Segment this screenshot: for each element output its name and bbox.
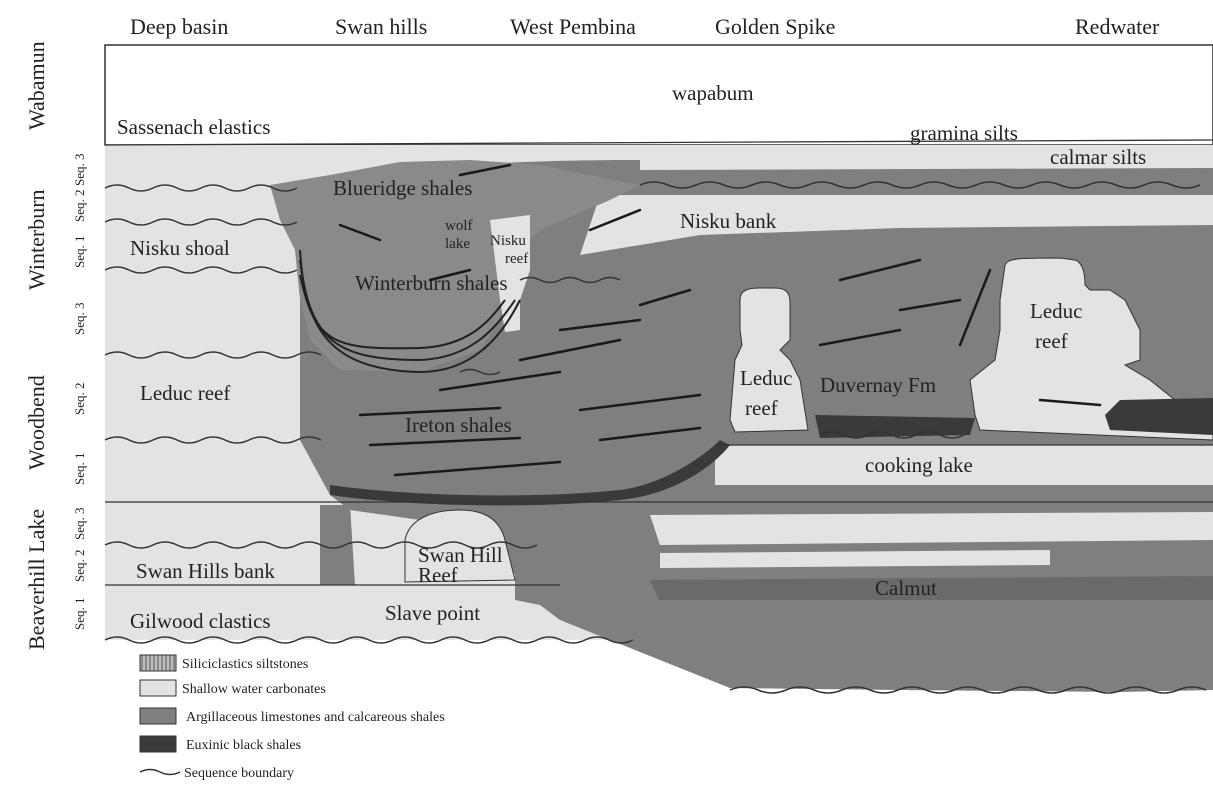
column-golden-spike: Golden Spike — [715, 14, 835, 39]
label-calmut: Calmut — [875, 576, 937, 600]
label-sassenach: Sassenach elastics — [117, 115, 270, 139]
beaverhill-strip-mid — [660, 550, 1050, 568]
column-swan-hills: Swan hills — [335, 14, 427, 39]
legend-label-siliciclastic: Siliciclastics siltstones — [182, 657, 308, 672]
seq-beaverhill-3: Seq. 3 — [72, 508, 87, 541]
label-duvernay: Duvernay Fm — [820, 373, 936, 397]
seq-beaverhill-2: Seq. 2 — [72, 550, 87, 583]
label-calmar: calmar silts — [1050, 145, 1146, 169]
swan-hills-basin-argillaceous — [320, 505, 355, 585]
legend-swatch-euxinic — [140, 736, 176, 752]
label-gilwood: Gilwood clastics — [130, 609, 271, 633]
legend: Siliciclastics siltstones Shallow water … — [140, 655, 445, 781]
label-slave-point: Slave point — [385, 601, 480, 625]
legend-swatch-boundary — [140, 770, 180, 775]
label-leduc-mid-1: Leduc — [740, 366, 792, 390]
label-nisku-bank: Nisku bank — [680, 209, 777, 233]
label-swan-hills-bank: Swan Hills bank — [136, 559, 275, 583]
label-nisku-reef-2: reef — [505, 251, 528, 267]
stage-winterburn: Winterburn — [24, 189, 49, 290]
seq-woodbend-3: Seq. 3 — [72, 303, 87, 336]
label-leduc-mid-2: reef — [745, 396, 778, 420]
legend-label-boundary: Sequence boundary — [184, 766, 294, 781]
column-deep-basin: Deep basin — [130, 14, 228, 39]
label-wapabum: wapabum — [672, 81, 754, 105]
stage-beaverhill-lake: Beaverhill Lake — [24, 509, 49, 650]
label-nisku-reef-1: Nisku — [490, 233, 526, 249]
label-leduc-reef-left: Leduc reef — [140, 381, 230, 405]
label-leduc-right-2: reef — [1035, 329, 1068, 353]
label-wolf: wolf — [445, 218, 473, 234]
seq-winterburn-1: Seq. 1 — [72, 236, 87, 269]
legend-swatch-argillaceous — [140, 708, 176, 724]
label-cooking-lake: cooking lake — [865, 453, 973, 477]
column-west-pembina: West Pembina — [510, 14, 636, 39]
label-lake: lake — [445, 236, 470, 252]
seq-winterburn-2: Seq. 2 — [72, 190, 87, 223]
redwater-euxinic — [1105, 398, 1213, 435]
stage-wabamun: Wabamun — [24, 41, 49, 130]
legend-label-argillaceous: Argillaceous limestones and calcareous s… — [186, 710, 445, 725]
duvernay-euxinic — [815, 415, 975, 438]
column-redwater: Redwater — [1075, 14, 1160, 39]
seq-beaverhill-1: Seq. 1 — [72, 598, 87, 631]
label-blueridge: Blueridge shales — [333, 176, 472, 200]
legend-label-shallow: Shallow water carbonates — [182, 682, 326, 697]
seq-woodbend-2: Seq. 2 — [72, 383, 87, 416]
legend-swatch-siliciclastic — [140, 655, 176, 671]
legend-swatch-shallow — [140, 680, 176, 696]
label-winterburn-shales: Winterburn shales — [355, 271, 508, 295]
seq-winterburn-3: Seq. 3 — [72, 154, 87, 187]
stage-woodbend: Woodbend — [24, 375, 49, 470]
beaverhill-strip-upper — [650, 512, 1213, 545]
label-ireton: Ireton shales — [405, 413, 512, 437]
seq-woodbend-1: Seq. 1 — [72, 453, 87, 486]
legend-label-euxinic: Euxinic black shales — [186, 738, 301, 753]
beaverhill-lower-fill — [560, 600, 1213, 690]
label-nisku-shoal: Nisku shoal — [130, 236, 230, 260]
label-leduc-right-1: Leduc — [1030, 299, 1082, 323]
label-swan-hill-reef-2: Reef — [418, 563, 458, 587]
label-gramina: gramina silts — [910, 121, 1018, 145]
wabamun-unit — [105, 45, 1213, 145]
